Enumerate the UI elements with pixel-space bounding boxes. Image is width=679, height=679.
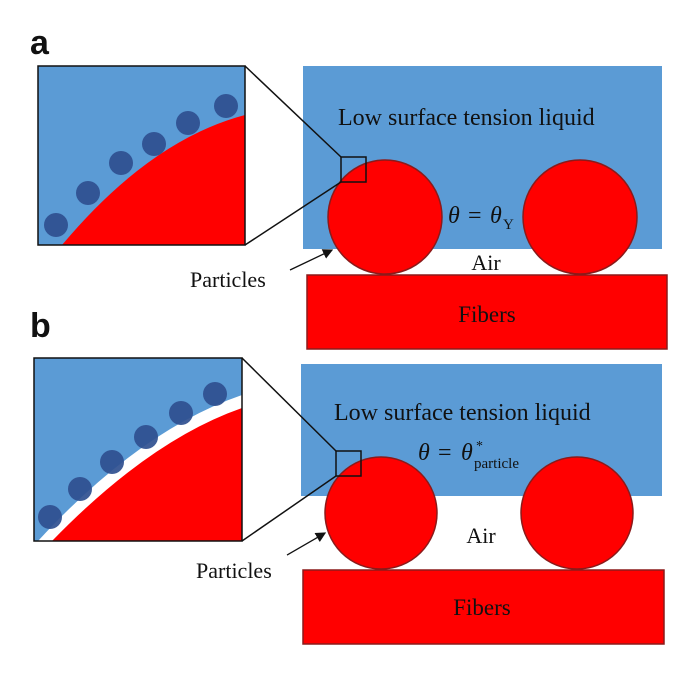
liquid-label-b: Low surface tension liquid [334, 400, 591, 426]
nanoparticle [176, 111, 200, 135]
svg-text:θ: θ [461, 440, 473, 466]
panel-b-letter: b [30, 307, 51, 345]
particles-arrow-a [289, 249, 334, 271]
nanoparticle [169, 401, 193, 425]
particle-a-right [522, 159, 638, 275]
nanoparticle [142, 132, 166, 156]
fibers-block-b [302, 569, 665, 645]
svg-text:=: = [438, 440, 452, 466]
panel-a-letter: a [30, 24, 50, 62]
zoom-line-bottom-b [241, 475, 337, 542]
inset-particle-surface-a [62, 115, 245, 245]
fibers-label-b: Fibers [453, 595, 511, 620]
panel-a: a Low surface tension liquid Fibers Air … [30, 24, 668, 350]
contact-angle-label-a: θ = θ Y [448, 203, 514, 233]
svg-text:Y: Y [503, 217, 514, 233]
particle-b-left [324, 456, 438, 570]
particles-arrow-b [286, 532, 327, 556]
nanoparticle [38, 505, 62, 529]
particles-label-a: Particles [190, 267, 266, 292]
inset-particle-surface-b [52, 408, 242, 541]
nanoparticle [214, 94, 238, 118]
contact-angle-label-b: θ = θ * particle [418, 439, 519, 472]
nanoparticle [109, 151, 133, 175]
zoom-line-top-a [244, 65, 342, 158]
svg-text:particle: particle [474, 456, 519, 472]
panel-b: b Low surface tension liquid Fibers Air … [30, 307, 665, 645]
nanoparticle [68, 477, 92, 501]
nanoparticle [44, 213, 68, 237]
inset-a [37, 65, 246, 246]
particle-a-left [327, 159, 443, 275]
fibers-block-a [306, 274, 668, 350]
svg-text:=: = [468, 203, 482, 229]
zoom-line-top-b [241, 357, 337, 452]
nanoparticle [134, 425, 158, 449]
svg-text:θ: θ [490, 203, 502, 229]
inset-b [33, 357, 243, 542]
nanoparticle [76, 181, 100, 205]
particles-label-b: Particles [196, 558, 272, 583]
fibers-label-a: Fibers [458, 302, 516, 327]
liquid-label-a: Low surface tension liquid [338, 105, 595, 131]
nanoparticle [100, 450, 124, 474]
nanoparticle [203, 382, 227, 406]
particle-b-right [520, 456, 634, 570]
svg-text:*: * [476, 439, 483, 454]
air-label-a: Air [471, 250, 501, 275]
zoom-box-b [335, 450, 362, 477]
zoom-box-a [340, 156, 367, 183]
zoom-line-bottom-a [244, 181, 342, 246]
svg-text:θ: θ [448, 203, 460, 229]
svg-text:θ: θ [418, 440, 430, 466]
air-label-b: Air [466, 523, 496, 548]
